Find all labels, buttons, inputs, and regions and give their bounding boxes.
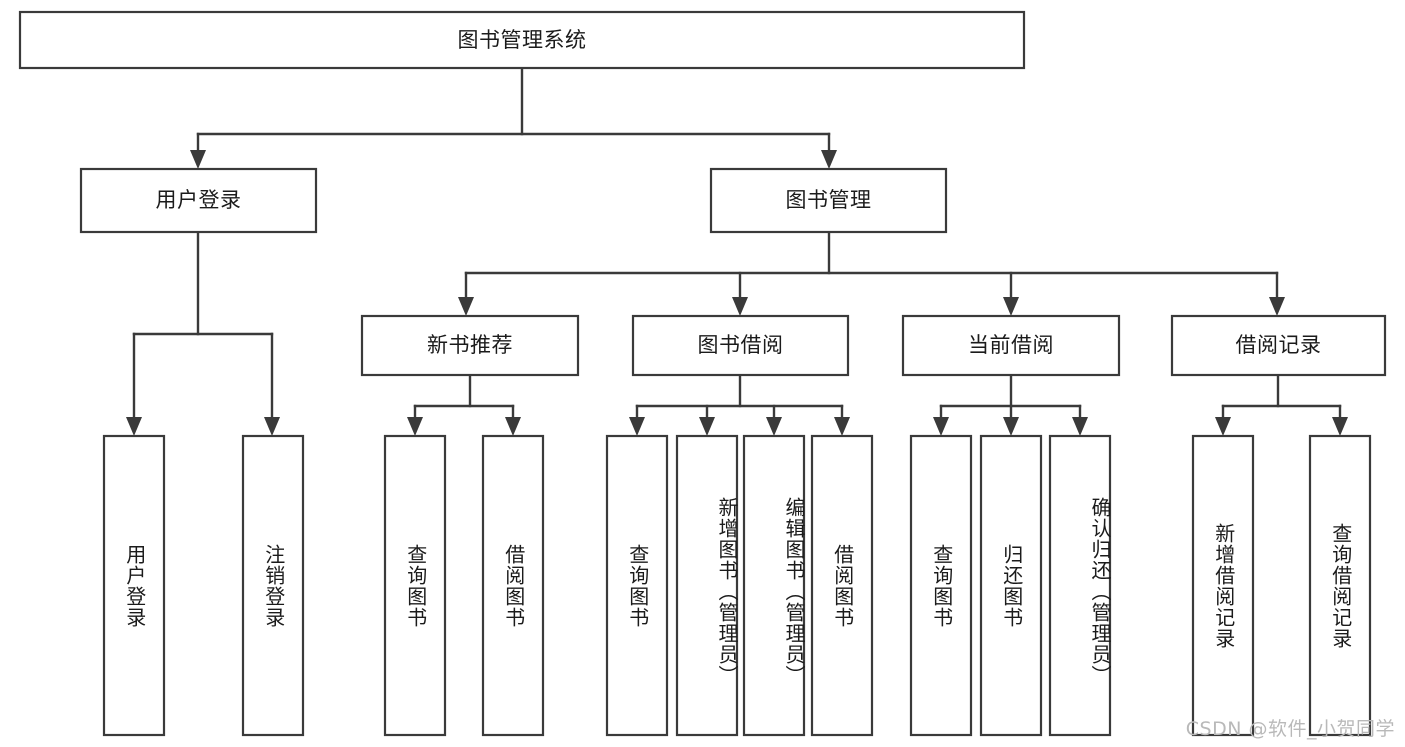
arrow-user-login-leaf-2-icon — [264, 417, 280, 436]
arrow-to-book-manage-icon — [821, 150, 837, 169]
arrow-to-new-book-icon — [458, 297, 474, 316]
node-box-user-login[interactable] — [79, 167, 318, 234]
node-box-book-borrow[interactable] — [631, 314, 850, 377]
node-box-new-book[interactable] — [360, 314, 580, 377]
connectors-user-login-to-leaves — [126, 230, 280, 436]
connectors-borrow-record-to-leaves — [1215, 373, 1348, 436]
arrow-to-borrow-record-icon — [1269, 297, 1285, 316]
node-box-book-manage[interactable] — [709, 167, 948, 234]
arrow-borrow-record-leaf-2-icon — [1332, 417, 1348, 436]
arrow-borrow-record-leaf-1-icon — [1215, 417, 1231, 436]
node-box-leaf-user-login-2[interactable] — [241, 434, 305, 737]
node-box-leaf-user-login-1[interactable] — [102, 434, 166, 737]
connectors-book-manage-to-level3 — [458, 230, 1285, 316]
node-box-leaf-new-book-2[interactable] — [481, 434, 545, 737]
arrow-book-borrow-leaf-1-icon — [629, 417, 645, 436]
node-box-leaf-current-borrow-3[interactable] — [1048, 434, 1112, 737]
arrow-to-book-borrow-icon — [732, 297, 748, 316]
node-box-current-borrow[interactable] — [901, 314, 1121, 377]
arrow-current-borrow-leaf-1-icon — [933, 417, 949, 436]
connectors-new-book-to-leaves — [407, 373, 521, 436]
arrow-current-borrow-leaf-3-icon — [1072, 417, 1088, 436]
node-box-root[interactable] — [18, 10, 1026, 70]
connectors-book-borrow-to-leaves — [629, 373, 850, 436]
arrow-current-borrow-leaf-2-icon — [1003, 417, 1019, 436]
arrow-book-borrow-leaf-2-icon — [699, 417, 715, 436]
connectors-root-to-level2 — [190, 66, 837, 169]
node-box-leaf-current-borrow-2[interactable] — [979, 434, 1043, 737]
arrow-new-book-leaf-2-icon — [505, 417, 521, 436]
arrow-to-user-login-icon — [190, 150, 206, 169]
arrow-to-current-borrow-icon — [1003, 297, 1019, 316]
arrow-book-borrow-leaf-3-icon — [766, 417, 782, 436]
connectors-current-borrow-to-leaves — [933, 373, 1088, 436]
node-box-leaf-new-book-1[interactable] — [383, 434, 447, 737]
node-box-leaf-book-borrow-4[interactable] — [810, 434, 874, 737]
arrow-book-borrow-leaf-4-icon — [834, 417, 850, 436]
arrow-user-login-leaf-1-icon — [126, 417, 142, 436]
node-box-leaf-book-borrow-1[interactable] — [605, 434, 669, 737]
node-box-leaf-book-borrow-2[interactable] — [675, 434, 739, 737]
node-box-leaf-borrow-record-1[interactable] — [1191, 434, 1255, 737]
arrow-new-book-leaf-1-icon — [407, 417, 423, 436]
node-box-leaf-current-borrow-1[interactable] — [909, 434, 973, 737]
node-box-leaf-book-borrow-3[interactable] — [742, 434, 806, 737]
node-box-borrow-record[interactable] — [1170, 314, 1387, 377]
node-box-leaf-borrow-record-2[interactable] — [1308, 434, 1372, 737]
